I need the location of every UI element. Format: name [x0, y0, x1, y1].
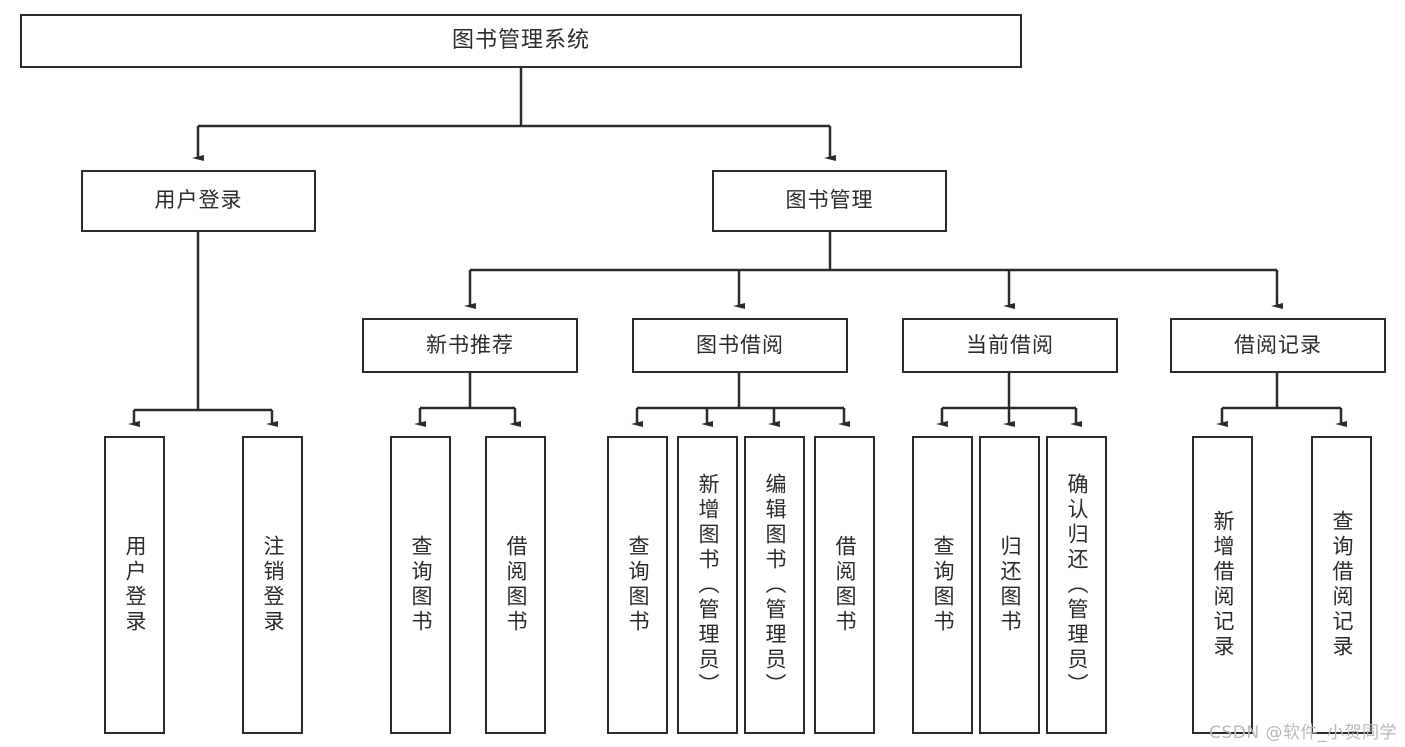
node-leaf-add-book[interactable]: 新增图书（管理员）: [677, 436, 738, 734]
node-label: 借阅图书: [504, 535, 529, 635]
node-label: 查询借阅记录: [1330, 510, 1355, 660]
node-label: 新增借阅记录: [1211, 510, 1236, 660]
csdn-watermark: CSDN @软件_小贺同学: [1209, 723, 1397, 743]
node-label: 查询图书: [409, 535, 434, 635]
node-label: 图书管理系统: [451, 27, 590, 53]
node-leaf-query-book-3[interactable]: 查询图书: [912, 436, 973, 734]
node-label: 查询图书: [931, 535, 956, 635]
node-label: 编辑图书（管理员）: [763, 472, 788, 698]
node-label: 归还图书: [998, 535, 1023, 635]
node-leaf-user-login[interactable]: 用户登录: [104, 436, 165, 734]
node-leaf-logout-login[interactable]: 注销登录: [242, 436, 303, 734]
node-user-login[interactable]: 用户登录: [81, 170, 316, 232]
node-label: 图书借阅: [696, 332, 784, 357]
node-leaf-add-record[interactable]: 新增借阅记录: [1192, 436, 1253, 734]
node-leaf-return-book[interactable]: 归还图书: [979, 436, 1040, 734]
node-leaf-edit-book[interactable]: 编辑图书（管理员）: [744, 436, 805, 734]
node-label: 用户登录: [154, 188, 243, 213]
node-leaf-query-book-2[interactable]: 查询图书: [607, 436, 668, 734]
node-label: 注销登录: [261, 535, 286, 635]
node-borrow-record[interactable]: 借阅记录: [1170, 318, 1386, 373]
node-label: 新书推荐: [426, 332, 514, 357]
node-label: 确认归还（管理员）: [1065, 472, 1090, 698]
node-leaf-query-book-1[interactable]: 查询图书: [390, 436, 451, 734]
node-current-borrow[interactable]: 当前借阅: [902, 318, 1118, 373]
node-label: 新增图书（管理员）: [696, 472, 721, 698]
node-new-book-recommend[interactable]: 新书推荐: [362, 318, 578, 373]
node-label: 借阅图书: [833, 535, 858, 635]
node-book-borrow[interactable]: 图书借阅: [632, 318, 848, 373]
node-label: 图书管理: [785, 188, 874, 213]
node-book-manage[interactable]: 图书管理: [712, 170, 947, 232]
node-book-management-system[interactable]: 图书管理系统: [20, 14, 1022, 68]
node-leaf-borrow-book-2[interactable]: 借阅图书: [814, 436, 875, 734]
node-label: 查询图书: [626, 535, 651, 635]
node-leaf-confirm-return[interactable]: 确认归还（管理员）: [1046, 436, 1107, 734]
node-leaf-borrow-book-1[interactable]: 借阅图书: [485, 436, 546, 734]
node-label: 用户登录: [123, 535, 148, 635]
node-leaf-query-record[interactable]: 查询借阅记录: [1311, 436, 1372, 734]
node-label: 当前借阅: [966, 332, 1054, 357]
node-label: 借阅记录: [1234, 332, 1322, 357]
